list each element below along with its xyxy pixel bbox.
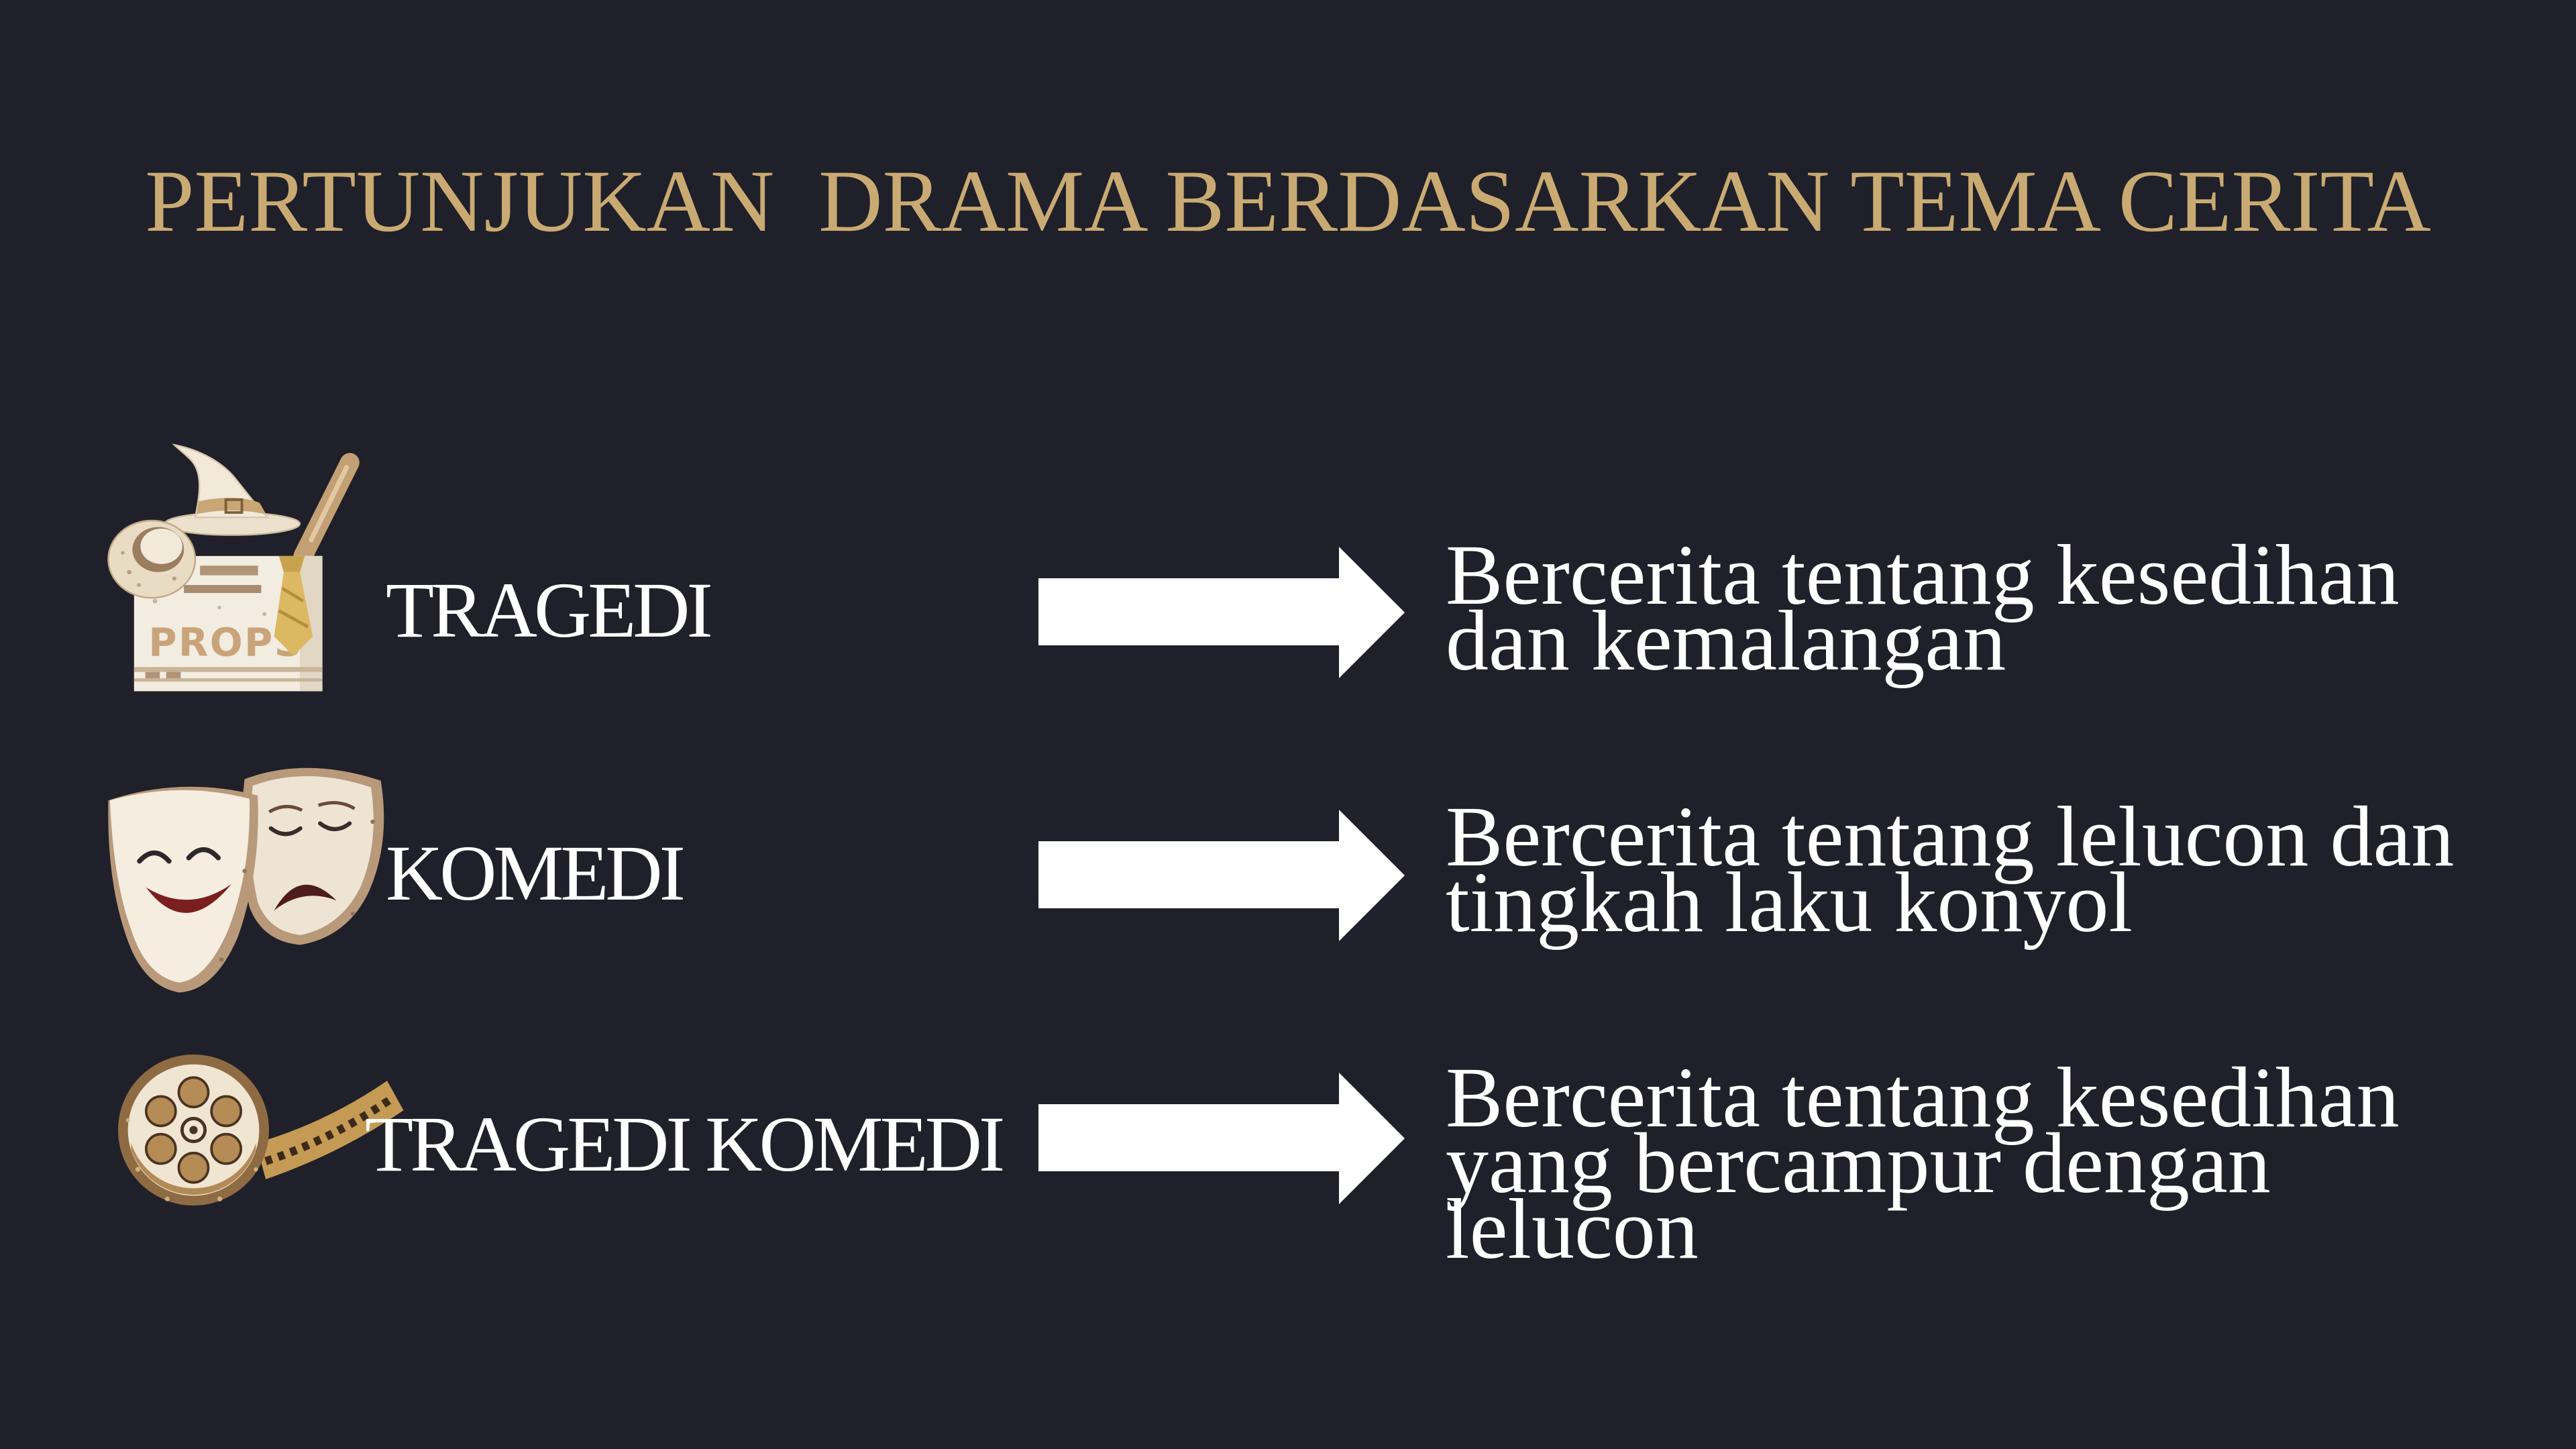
bowler-hat (107, 519, 197, 599)
theme-label-tragedi-komedi: TRAGEDI KOMEDI (365, 1100, 1005, 1188)
theme-label-tragedi: TRAGEDI (386, 566, 713, 654)
description-line: lelucon (1446, 1181, 1699, 1277)
necktie (274, 555, 313, 656)
description-line: Bercerita tentang lelucon dan (1446, 789, 2455, 884)
description-line: yang bercampur dengan (1446, 1116, 2271, 1211)
theater-masks-icon (108, 767, 384, 993)
description-line: tingkah laku konyol (1446, 855, 2133, 950)
theme-label-komedi: KOMEDI (386, 829, 686, 917)
reel (118, 1054, 270, 1206)
right-arrow-icon (1038, 547, 1405, 678)
wizard-hat (164, 443, 301, 536)
film-reel-icon (118, 1054, 404, 1206)
props-box-icon: PROPS (107, 443, 360, 692)
theme-description-tragedi-komedi: Bercerita tentang kesedihan yang bercamp… (1446, 1050, 2400, 1277)
description-line: dan kemalangan (1446, 593, 2006, 688)
description-line: Bercerita tentang kesedihan (1446, 1050, 2400, 1145)
film-strip (256, 1081, 404, 1179)
right-arrow-icon (1038, 1073, 1405, 1204)
description-line: Bercerita tentang kesedihan (1446, 527, 2400, 623)
right-arrow-icon (1038, 810, 1405, 941)
tragedy-mask (241, 767, 384, 945)
theme-description-komedi: Bercerita tentang lelucon dan tingkah la… (1446, 789, 2455, 950)
theme-description-tragedi: Bercerita tentang kesedihan dan kemalang… (1446, 527, 2400, 688)
comedy-mask (108, 786, 258, 993)
slide-title: PERTUNJUKAN DRAMA BERDASARKAN TEMA CERIT… (145, 152, 2431, 250)
baton (293, 453, 360, 566)
